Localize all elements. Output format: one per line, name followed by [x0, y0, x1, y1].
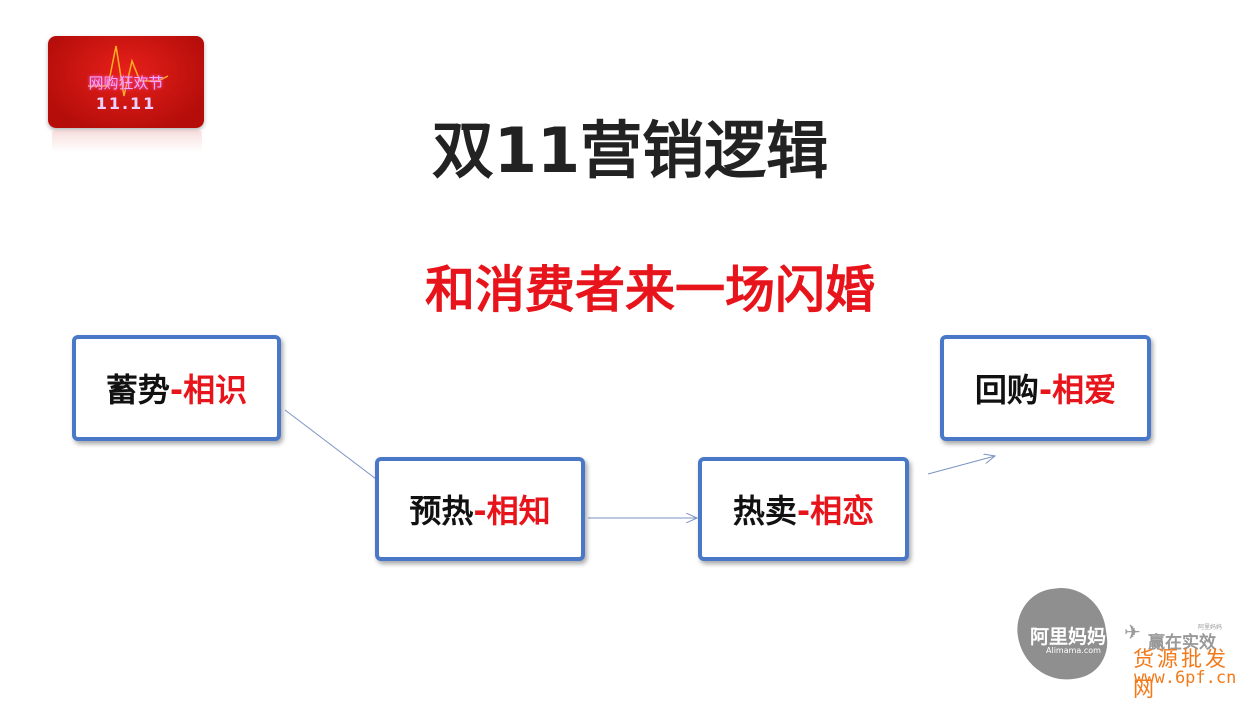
heartbeat-line-icon — [88, 45, 169, 97]
stage-sublabel: -相知 — [473, 492, 551, 530]
stage-label: 热卖 — [732, 492, 797, 530]
stage-box-4: 回购-相爱 — [940, 335, 1151, 441]
logo-number: 11.11 — [95, 94, 157, 113]
stage-box-1: 蓄势-相识 — [72, 335, 281, 441]
arrow-3 — [927, 456, 995, 475]
stage-label: 蓄势 — [105, 371, 170, 409]
watermark-title: 货源批发网 — [1133, 647, 1229, 701]
alimama-logo-text: 阿里妈妈 — [1030, 626, 1107, 648]
slogan: 赢在实效 — [1148, 633, 1216, 653]
stage-label: 回购 — [974, 371, 1039, 409]
bird-icon: ✈ — [1124, 620, 1141, 644]
slogan-small: 阿里妈妈 — [1198, 624, 1223, 631]
slide-title: 双11营销逻辑 — [431, 114, 829, 187]
stage-box-3: 热卖-相恋 — [698, 457, 909, 561]
stage-box-2: 预热-相知 — [375, 457, 585, 561]
stage-sublabel: -相恋 — [796, 492, 875, 530]
arrow-1 — [284, 409, 388, 488]
shopping-festival-logo: 网购狂欢节 11.11 — [48, 36, 204, 128]
stage-sublabel: -相爱 — [1038, 371, 1117, 409]
watermark-url: www.6pf.cn — [1134, 668, 1237, 688]
logo-reflection — [52, 130, 202, 152]
logo-text: 网购狂欢节 — [88, 74, 164, 92]
slide-subtitle: 和消费者来一场闪婚 — [425, 261, 875, 319]
stage-label: 预热 — [409, 492, 474, 530]
alimama-logo-url: Alimama.com — [1046, 646, 1101, 655]
stage-sublabel: -相识 — [169, 371, 248, 409]
